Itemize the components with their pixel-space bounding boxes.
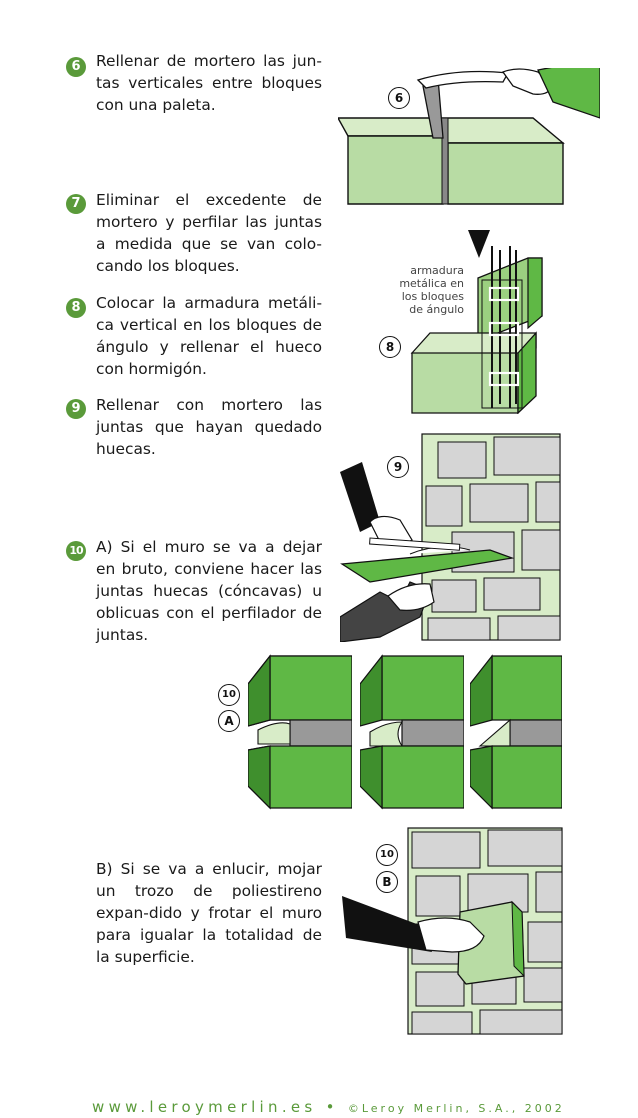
step-10-badge: 10 — [66, 541, 86, 561]
step-6-badge: 6 — [66, 57, 86, 77]
figure-10a-number: 10 — [218, 684, 240, 706]
step-6-text: Rellenar de mortero las jun-tas vertical… — [96, 52, 322, 114]
figure-10a-joint-1 — [248, 654, 352, 810]
footer-url[interactable]: www.leroymerlin.es — [92, 1098, 317, 1116]
figure-8-label: 8 — [379, 336, 401, 358]
figure-8-note: armadura metálica en los bloques de ángu… — [399, 264, 464, 316]
step-7-badge: 7 — [66, 194, 86, 214]
step-8-text: Colocar la armadura metáli-ca vertical e… — [96, 294, 322, 378]
figure-10b-illustration — [342, 827, 563, 1035]
figure-9-label: 9 — [387, 456, 409, 478]
step-9-text: Rellenar con mortero las juntas que haya… — [96, 396, 322, 458]
figure-6-label: 6 — [388, 87, 410, 109]
figure-6-illustration — [338, 68, 600, 205]
step-9-badge: 9 — [66, 399, 86, 419]
footer: www.leroymerlin.es • ©Leroy Merlin, S.A.… — [92, 1098, 565, 1116]
figure-10b-number: 10 — [376, 844, 398, 866]
figure-9-illustration — [340, 433, 561, 642]
figure-8-illustration — [410, 230, 543, 414]
step-8-badge: 8 — [66, 298, 86, 318]
figure-10a-letter: A — [218, 710, 240, 732]
footer-copyright: ©Leroy Merlin, S.A., 2002 — [347, 1102, 565, 1115]
step-7-text: Eliminar el excedente de mortero y perfi… — [96, 191, 322, 275]
footer-separator: • — [325, 1098, 339, 1116]
step-10b-text: B) Si se va a enlucir, mojar un trozo de… — [96, 860, 322, 966]
figure-10b-letter: B — [376, 871, 398, 893]
figure-10a-joint-2 — [360, 654, 464, 810]
step-10a-text: A) Si el muro se va a dejar en bruto, co… — [96, 538, 322, 644]
figure-10a-joint-3 — [470, 654, 562, 810]
